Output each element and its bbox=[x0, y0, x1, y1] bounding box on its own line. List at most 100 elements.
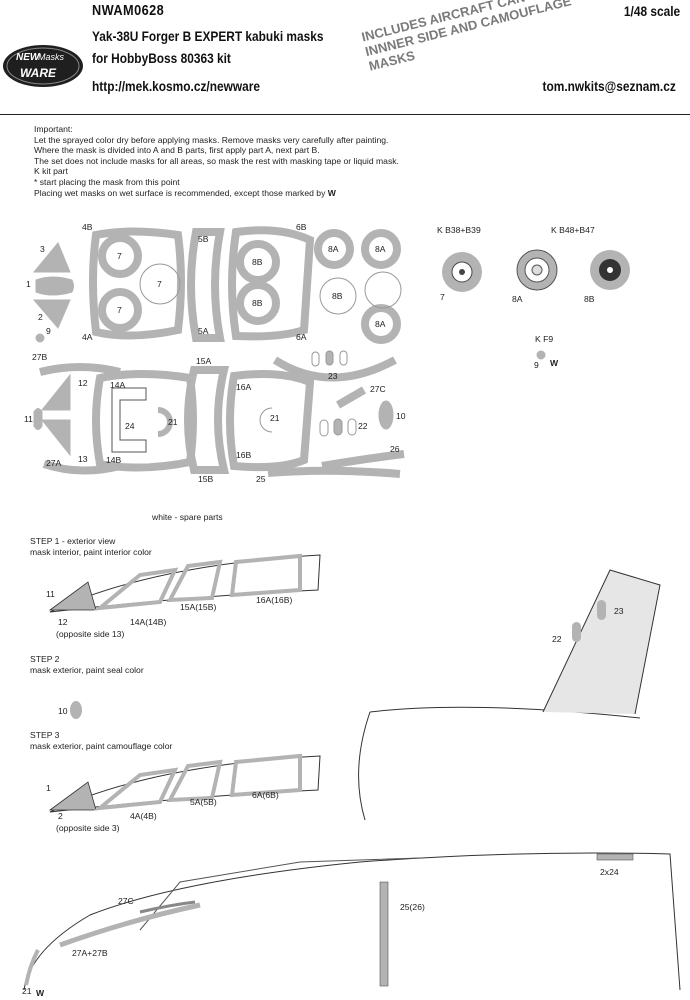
step1-label: 16A(16B) bbox=[256, 595, 293, 605]
mask-wheel-8b bbox=[236, 240, 280, 284]
kit-group-title: K B48+B47 bbox=[551, 225, 595, 235]
spare-shape-23 bbox=[339, 350, 348, 366]
mask-shape-1 bbox=[35, 276, 74, 296]
email-link[interactable]: tom.nwkits@seznam.cz bbox=[542, 78, 676, 94]
step3-note: (opposite side 3) bbox=[56, 823, 120, 833]
step1-note: (opposite side 13) bbox=[56, 629, 125, 639]
wheel-label: 8B bbox=[332, 291, 343, 301]
step1-label: 14A(14B) bbox=[130, 617, 167, 627]
part-label: 15A bbox=[196, 356, 212, 366]
scale-label: 1/48 scale bbox=[623, 3, 680, 19]
part-label: 27C bbox=[370, 384, 386, 394]
part-label: 21 bbox=[168, 417, 178, 427]
note-line: The set does not include masks for all a… bbox=[34, 155, 399, 166]
wet-mark: W bbox=[36, 988, 45, 998]
part-label: 6A bbox=[296, 332, 307, 342]
kit-part-label: 8B bbox=[584, 294, 595, 304]
part-label: 12 bbox=[78, 378, 88, 388]
fuselage-label: 25(26) bbox=[400, 902, 425, 912]
mask-shape-2 bbox=[32, 299, 71, 329]
step3-label: 1 bbox=[46, 783, 51, 793]
mask-strip-27b bbox=[39, 363, 121, 376]
part-label: 1 bbox=[26, 279, 31, 289]
part-label: 4A bbox=[82, 332, 93, 342]
part-label: 16A bbox=[236, 382, 252, 392]
part-label: 6B bbox=[296, 222, 307, 232]
spare-shape-22 bbox=[347, 418, 357, 436]
mask-shape-13 bbox=[40, 419, 71, 457]
mask-strip-27a bbox=[42, 460, 121, 475]
mask-wheel-8a bbox=[314, 229, 354, 269]
step1-label: 12 bbox=[58, 617, 68, 627]
wheel-label: 8B bbox=[252, 298, 263, 308]
kit-group-title: K B38+B39 bbox=[437, 225, 481, 235]
logo-text-top: NEW bbox=[16, 52, 41, 63]
spare-shape-23 bbox=[311, 351, 320, 367]
part-label: 27B bbox=[32, 352, 48, 362]
wheel-label: 8A bbox=[328, 244, 339, 254]
mask-shape-f9 bbox=[536, 350, 546, 360]
part-label: 14B bbox=[106, 455, 122, 465]
logo-text-mid: Masks bbox=[38, 52, 65, 62]
note-line: K kit part bbox=[34, 166, 68, 177]
step3-label: 4A(4B) bbox=[130, 811, 157, 821]
mask-frame-16a-16b bbox=[226, 370, 315, 472]
step3-text: STEP 3 mask exterior, paint camouflage c… bbox=[30, 730, 172, 752]
spare-wheel-8b bbox=[319, 277, 357, 315]
mask-wheel-8a bbox=[361, 229, 401, 269]
title-line-2: for HobbyBoss 80363 kit bbox=[92, 50, 231, 66]
kit-wheel-b38-b39 bbox=[442, 252, 482, 292]
spare-shape-21 bbox=[259, 407, 273, 433]
part-label: 21 bbox=[270, 413, 280, 423]
website-link[interactable]: http://mek.kosmo.cz/newware bbox=[92, 78, 260, 94]
mask-wheel-8b bbox=[236, 281, 280, 325]
note-line: Let the sprayed color dry before applyin… bbox=[34, 134, 389, 145]
part-label: 25 bbox=[256, 474, 266, 484]
fuselage-label: 21 bbox=[22, 986, 32, 996]
step3-desc: mask exterior, paint camouflage color bbox=[30, 741, 173, 751]
mask-strip-26 bbox=[321, 450, 405, 470]
notes-heading: Important: bbox=[34, 124, 73, 134]
kit-wheel-8a bbox=[516, 249, 558, 291]
part-label: 14A bbox=[110, 380, 126, 390]
important-notes: Important: Let the sprayed color dry bef… bbox=[34, 124, 399, 198]
part-label: 3 bbox=[40, 244, 45, 254]
wheel-label: 8A bbox=[375, 244, 386, 254]
part-label: 2 bbox=[38, 312, 43, 322]
wheel-label: 8B bbox=[252, 257, 263, 267]
wet-mark: W bbox=[327, 187, 336, 198]
part-label: 27A bbox=[46, 458, 62, 468]
note-line-text: Placing wet masks on wet surface is reco… bbox=[34, 187, 328, 198]
kit-wheel-8b bbox=[590, 250, 630, 290]
kit-part-label: 7 bbox=[440, 292, 445, 302]
step2-seal-mask bbox=[70, 701, 82, 719]
note-line: Where the mask is divided into A and B p… bbox=[34, 145, 320, 156]
mask-frame-6a-6b bbox=[228, 226, 315, 341]
step2-title: STEP 2 bbox=[30, 654, 60, 664]
spare-wheel-7 bbox=[139, 263, 181, 305]
mask-shape-3 bbox=[32, 242, 71, 273]
step2-desc: mask exterior, paint seal color bbox=[30, 665, 144, 675]
mask-shape-24 bbox=[111, 387, 147, 453]
mask-wheel-7 bbox=[98, 288, 142, 332]
header-divider bbox=[0, 114, 690, 115]
step3-label: 2 bbox=[58, 811, 63, 821]
part-label: 5A bbox=[198, 326, 209, 336]
part-label: 16B bbox=[236, 450, 252, 460]
wheel-label: 8A bbox=[375, 319, 386, 329]
tail-label: 22 bbox=[552, 634, 562, 644]
note-line: Placing wet masks on wet surface is reco… bbox=[34, 188, 399, 199]
logo-text-bottom: WARE bbox=[20, 66, 57, 80]
spare-shape-22 bbox=[333, 418, 343, 436]
part-label: 10 bbox=[396, 411, 406, 421]
step1-label: 15A(15B) bbox=[180, 602, 217, 612]
wheel-label: 7 bbox=[157, 279, 162, 289]
step1-canopy bbox=[48, 553, 321, 613]
fuselage-drawing bbox=[23, 852, 681, 991]
mask-frame-4a-4b bbox=[89, 227, 185, 340]
part-label: 22 bbox=[358, 421, 368, 431]
mask-frame-5a-5b bbox=[187, 228, 225, 342]
part-label: 11 bbox=[24, 414, 33, 424]
step1-text: STEP 1 - exterior view mask interior, pa… bbox=[30, 536, 152, 558]
